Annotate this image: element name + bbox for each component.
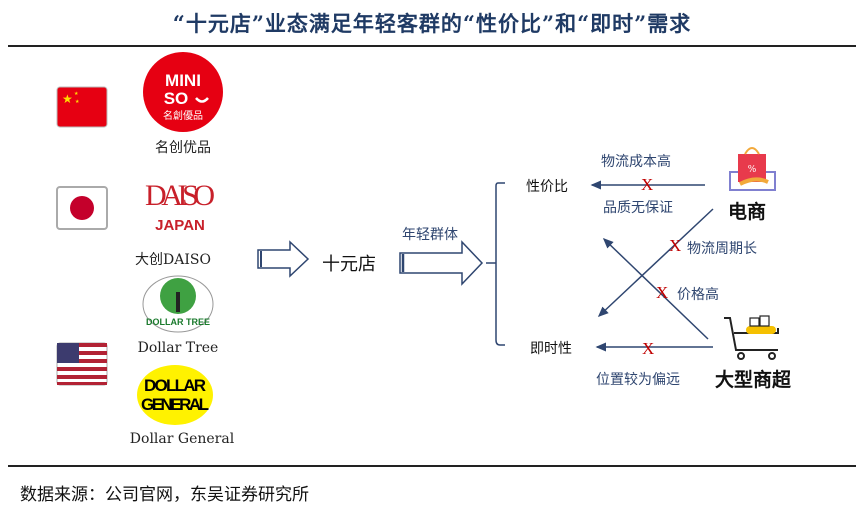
dollar-tree-logo: DOLLAR TREE: [142, 275, 214, 333]
shopping-cart-icon: [724, 315, 779, 360]
top-divider: [8, 45, 856, 47]
brand-label-dollar-tree: Dollar Tree: [137, 340, 219, 356]
brace: [486, 182, 505, 346]
page-title: “十元店”业态满足年轻客群的“性价比”和“即时”需求: [172, 11, 692, 36]
block-arrow-2: [399, 240, 484, 286]
svg-text:GENERAL: GENERAL: [141, 395, 209, 414]
svg-text:MINI: MINI: [165, 71, 201, 90]
center-label: 十元店: [322, 254, 376, 275]
block-arrow-1: [257, 240, 310, 278]
cross-mark: X: [656, 283, 669, 302]
reason-logistics-cycle: 物流周期长: [687, 241, 757, 257]
svg-text:JAPAN: JAPAN: [155, 217, 205, 234]
reason-logistics-cost: 物流成本高: [601, 154, 671, 170]
svg-text:名創優品: 名創優品: [163, 109, 203, 122]
china-flag-icon: ★ ★★: [56, 86, 108, 128]
arrow-label: 年轻群体: [402, 227, 458, 243]
svg-text:★: ★: [75, 99, 80, 105]
japan-flag-icon: [56, 186, 108, 230]
need-instant: 即时性: [530, 341, 572, 357]
brand-label-dollar-general: Dollar General: [129, 431, 235, 447]
brand-label-miniso: 名创优品: [155, 140, 211, 156]
cross-mark: X: [669, 236, 682, 255]
svg-text:DOLLAR: DOLLAR: [144, 376, 206, 395]
svg-text:★: ★: [62, 92, 73, 106]
svg-text:DOLLAR TREE: DOLLAR TREE: [146, 317, 210, 327]
svg-text:%: %: [748, 165, 757, 175]
reason-quality: 品质无保证: [603, 200, 673, 216]
cross-mark: X: [642, 339, 655, 358]
miniso-logo: MINI SO 名創優品: [143, 52, 223, 132]
supermarket-label: 大型商超: [715, 369, 792, 391]
shopping-bag-icon: %: [729, 147, 776, 191]
arrow-ecommerce-to-instant: [597, 208, 714, 318]
us-flag-icon: [56, 342, 108, 386]
daiso-logo: DAISO JAPAN: [145, 179, 215, 234]
reason-price: 价格高: [677, 287, 719, 303]
svg-text:★: ★: [74, 91, 79, 97]
svg-text:DAISO: DAISO: [145, 179, 215, 212]
ecommerce-label: 电商: [728, 201, 767, 223]
need-value: 性价比: [526, 179, 568, 195]
arrow-supermarket-to-value: [602, 237, 709, 340]
brand-label-daiso: 大创DAISO: [135, 252, 211, 268]
bottom-divider: [8, 465, 856, 467]
reason-location: 位置较为偏远: [596, 372, 680, 388]
cross-mark: X: [641, 175, 654, 194]
svg-text:SO: SO: [164, 89, 189, 108]
source-note: 数据来源：公司官网，东吴证券研究所: [20, 485, 309, 505]
dollar-general-logo: DOLLAR GENERAL: [137, 365, 213, 425]
